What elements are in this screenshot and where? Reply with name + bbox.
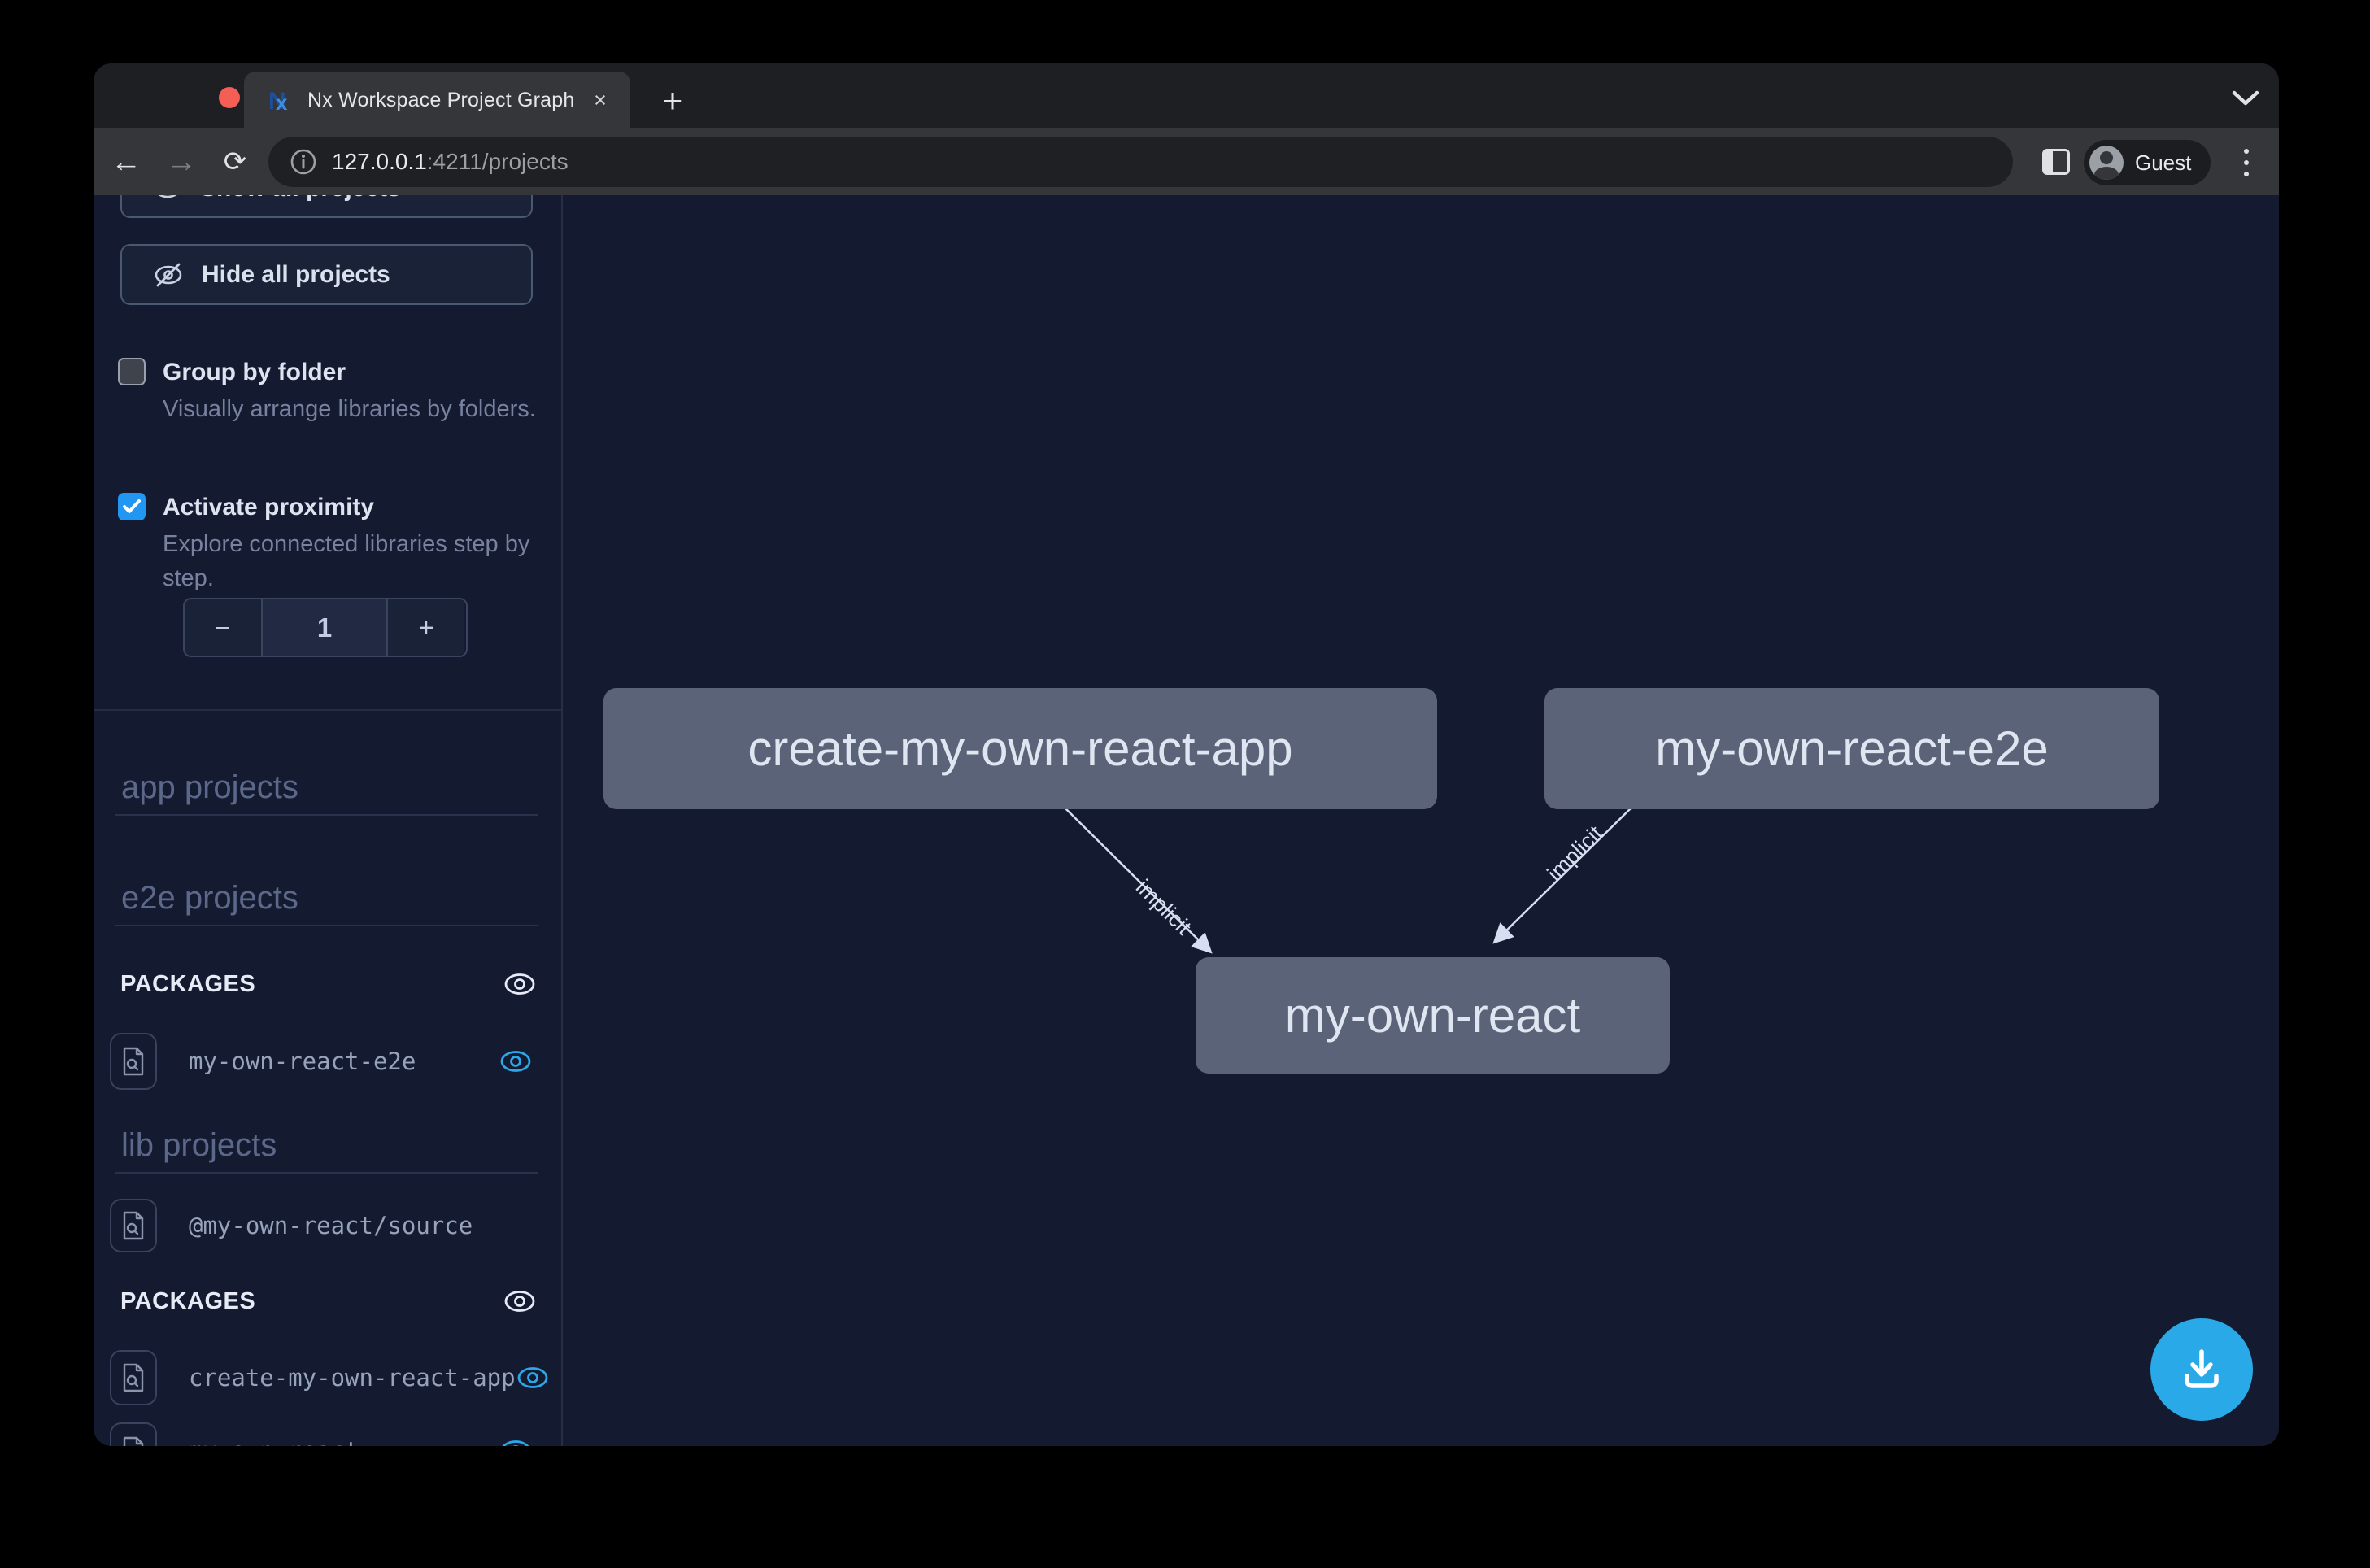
decrement-button[interactable]: − [185,599,263,656]
graph-node-create-my-own-react-app[interactable]: create-my-own-react-app [603,688,1437,809]
check-icon [123,499,141,513]
activate-proximity-checkbox[interactable] [118,493,146,520]
focus-eye-icon[interactable] [499,1049,533,1074]
proximity-depth-stepper: − 1 + [183,598,468,657]
browser-menu-icon[interactable] [2234,145,2259,181]
file-search-icon[interactable] [110,1199,157,1252]
app-projects-heading: app projects [115,769,538,816]
url-path: :4211/projects [426,149,569,174]
file-search-icon[interactable] [110,1422,157,1446]
project-name: create-my-own-react-app [189,1364,516,1392]
toggle-all-eye-icon[interactable] [503,1289,537,1313]
url-host: 127.0.0.1 [332,149,427,174]
site-info-icon[interactable] [290,148,317,176]
new-tab-button[interactable]: + [662,81,683,120]
browser-toolbar: ← → ⟳ 127.0.0.1:4211/projects Guest [94,128,2279,195]
project-row-my-own-react-e2e: my-own-react-e2e [110,1033,537,1090]
profile-label: Guest [2135,150,2192,175]
graph-node-my-own-react[interactable]: my-own-react [1196,957,1670,1074]
download-graph-button[interactable] [2150,1318,2253,1421]
activate-proximity-option: Activate proximity Explore connected lib… [118,491,533,595]
back-button[interactable]: ← [111,144,142,179]
forward-button[interactable]: → [166,144,197,179]
group-by-folder-label: Group by folder [163,359,346,385]
packages-heading: PACKAGES [120,1287,256,1314]
file-search-icon[interactable] [110,1350,157,1405]
group-by-folder-option: Group by folder Visually arrange librari… [118,356,536,426]
file-search-icon[interactable] [110,1033,157,1090]
tab-close-icon[interactable]: × [594,87,607,112]
packages-header-lib: PACKAGES [120,1283,537,1319]
e2e-projects-heading: e2e projects [115,880,538,926]
macos-close-button[interactable] [219,87,240,108]
proximity-depth-value: 1 [263,599,386,656]
profile-chip[interactable]: Guest [2084,140,2211,185]
group-by-folder-description: Visually arrange libraries by folders. [163,396,536,422]
tab-search-chevron-icon[interactable] [2229,86,2262,109]
address-bar[interactable]: 127.0.0.1:4211/projects [268,137,2013,187]
sidebar-divider [94,709,561,711]
reload-button[interactable]: ⟳ [223,146,247,177]
project-row-my-own-react-source: @my-own-react/source [110,1199,537,1252]
project-row-create-my-own-react-app: create-my-own-react-app [110,1350,547,1405]
hide-all-projects-button[interactable]: Hide all projects [120,244,533,305]
lib-projects-heading: lib projects [115,1127,538,1174]
packages-header-e2e: PACKAGES [120,966,537,1002]
increment-button[interactable]: + [386,599,464,656]
dependency-edges: implicit implicit [1064,807,1632,954]
eye-slash-icon [155,263,182,286]
packages-heading: PACKAGES [120,970,256,997]
focus-eye-icon[interactable] [516,1365,550,1390]
sidebar: Show all projects Hide all projects Grou… [94,195,563,1446]
activate-proximity-description: Explore connected libraries step by step… [163,531,530,591]
focus-eye-icon[interactable] [499,1439,533,1446]
edge-create-to-react [1064,807,1213,954]
eye-icon [158,195,177,198]
project-row-my-own-react: my-own-react [110,1422,537,1446]
group-by-folder-checkbox[interactable] [118,358,146,385]
nx-graph-app: Show all projects Hide all projects Grou… [94,195,2279,1446]
download-icon [2185,1349,2219,1388]
hide-all-projects-label: Hide all projects [202,260,390,288]
project-graph-canvas[interactable]: implicit implicit create-my-own-react-ap… [564,195,2279,1446]
edge-e2e-to-react [1492,807,1632,944]
toggle-all-eye-icon[interactable] [503,972,537,996]
tab-title: Nx Workspace Project Graph [307,88,575,111]
edge-label: implicit [1131,875,1196,940]
project-name: my-own-react [189,1437,359,1446]
show-all-projects-label: Show all projects [200,195,401,203]
url-text: 127.0.0.1:4211/projects [332,149,569,175]
graph-node-my-own-react-e2e[interactable]: my-own-react-e2e [1544,688,2159,809]
show-all-projects-button[interactable]: Show all projects [120,195,533,218]
edge-label: implicit [1543,821,1608,886]
avatar-icon [2089,146,2124,180]
project-name: my-own-react-e2e [189,1048,416,1075]
side-panel-icon[interactable] [2042,149,2070,175]
project-name: @my-own-react/source [189,1212,473,1239]
activate-proximity-label: Activate proximity [163,494,375,520]
